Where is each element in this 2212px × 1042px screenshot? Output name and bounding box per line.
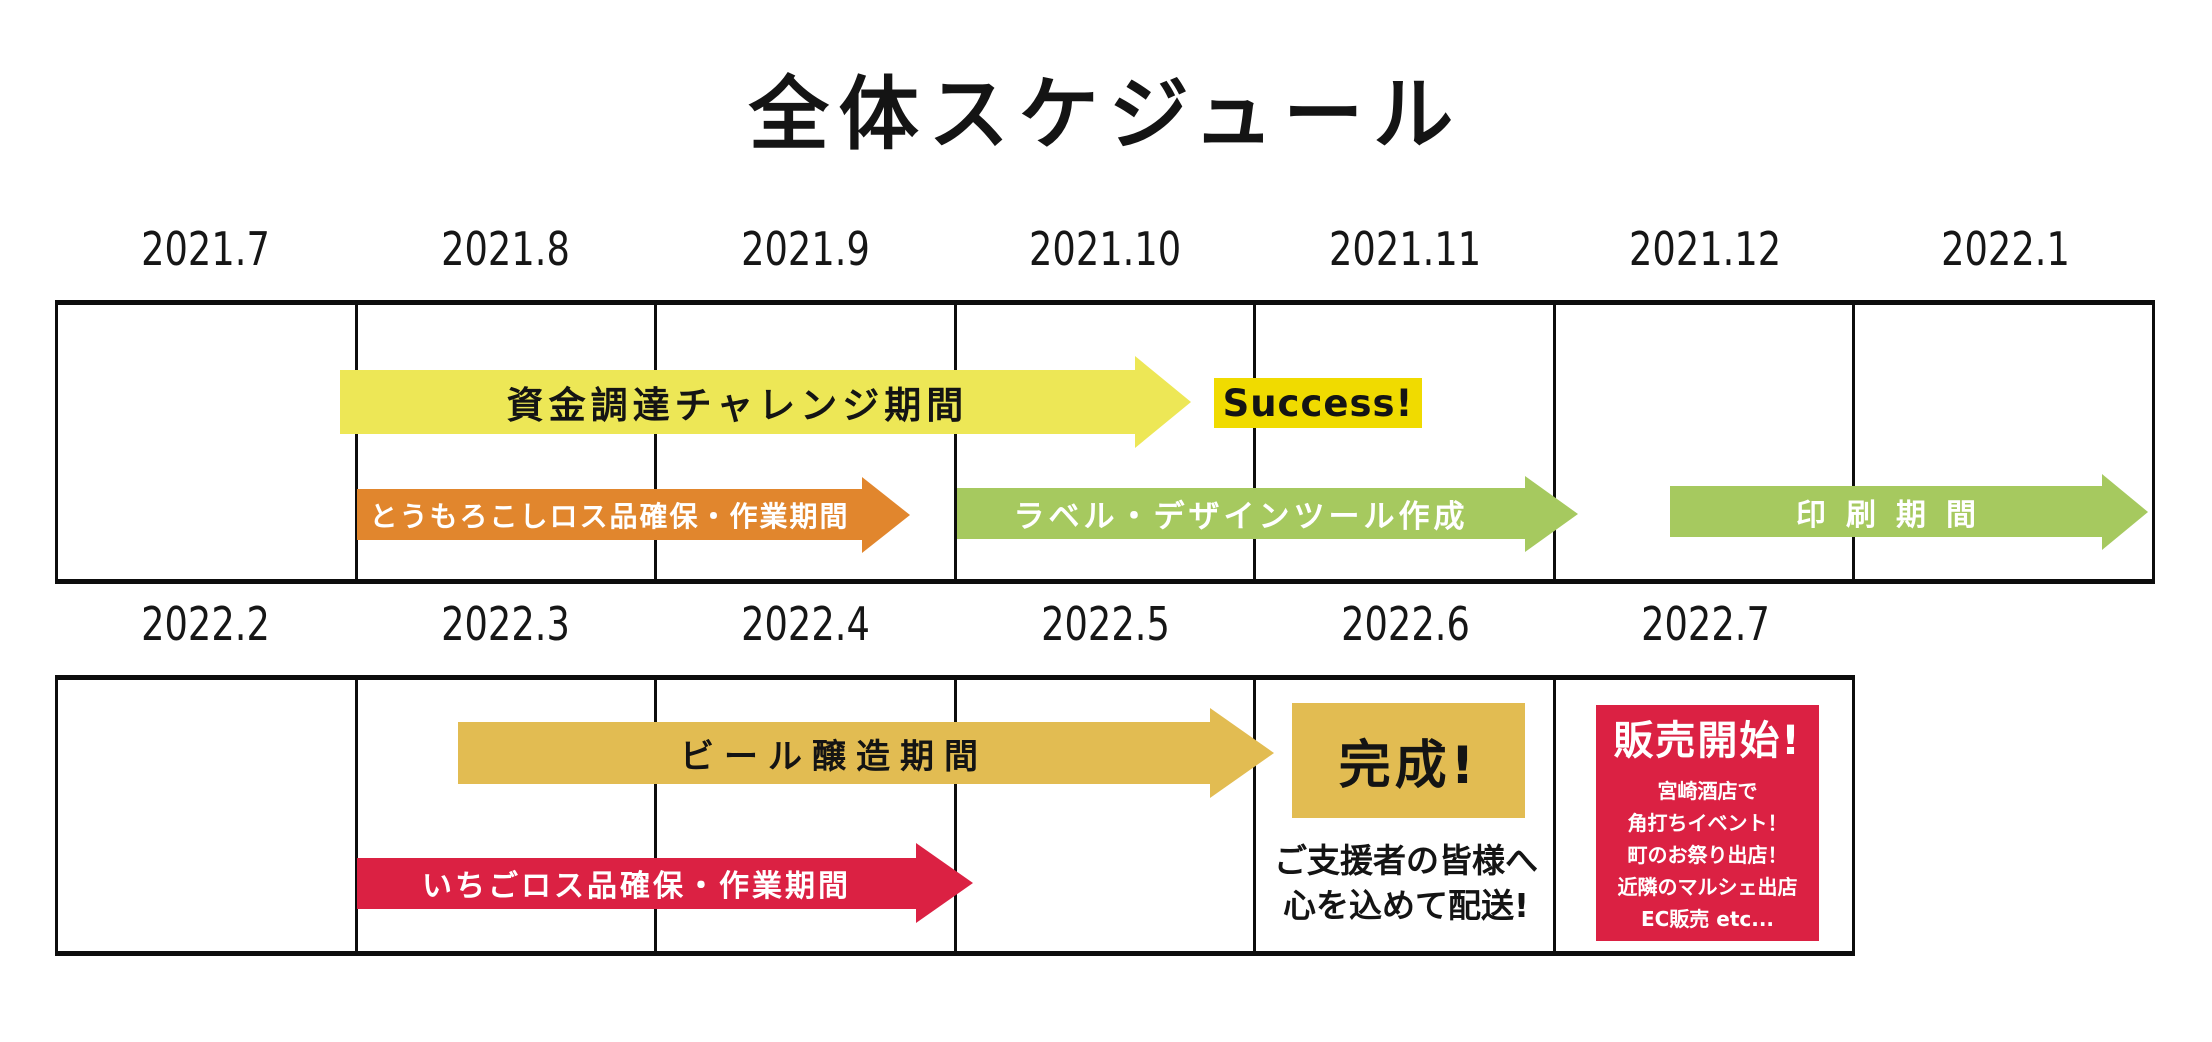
- page-title: 全体スケジュール: [748, 68, 1464, 161]
- strawberry-loss-work-arrow: いちごロス品確保・作業期間: [357, 843, 973, 923]
- arrow-tip-icon: [1135, 356, 1191, 448]
- delivery-note-line: ご支援者の皆様へ: [1274, 841, 1538, 880]
- grid-cell: [358, 680, 657, 951]
- month-label: 2022.7: [1640, 597, 1770, 651]
- grid-cell: [657, 305, 957, 579]
- corn-loss-work-label: とうもろこしロス品確保・作業期間: [357, 489, 862, 540]
- label-design-tool-arrow: ラベル・デザインツール作成: [957, 475, 1578, 552]
- sales-start-title: 販売開始!: [1613, 718, 1802, 764]
- fundraising-period-label: 資金調達チャレンジ期間: [340, 370, 1135, 434]
- sales-card-line: 宮崎酒店で: [1657, 779, 1758, 803]
- month-label-row-2: 2022.2 2022.3 2022.4 2022.5 2022.6 2022.…: [55, 597, 1855, 651]
- grid-cell: [957, 305, 1257, 579]
- beer-brewing-period-arrow: ビール醸造期間: [458, 708, 1274, 798]
- sales-card-line: 角打ちイベント！: [1627, 811, 1788, 835]
- arrow-tip-icon: [916, 843, 973, 923]
- grid-cell: [657, 680, 957, 951]
- month-label: 2022.6: [1340, 597, 1470, 651]
- month-label-row-1: 2021.7 2021.8 2021.9 2021.10 2021.11 202…: [55, 222, 2155, 276]
- month-label: 2021.9: [740, 222, 870, 276]
- month-label: 2021.10: [1028, 222, 1182, 276]
- arrow-tip-icon: [2102, 473, 2148, 550]
- completion-badge: 完成!: [1292, 703, 1525, 818]
- corn-loss-work-arrow: とうもろこしロス品確保・作業期間: [357, 476, 910, 553]
- grid-cell: [58, 305, 358, 579]
- grid-cell: [1556, 305, 1856, 579]
- month-label: 2022.3: [440, 597, 570, 651]
- printing-period-label: 印刷期間: [1670, 486, 2102, 537]
- strawberry-loss-work-label: いちごロス品確保・作業期間: [357, 857, 916, 909]
- month-label: 2021.12: [1628, 222, 1782, 276]
- grid-cell: [58, 680, 358, 951]
- month-label: 2021.7: [140, 222, 270, 276]
- grid-cell: [1256, 305, 1556, 579]
- delivery-note-line: 心を込めて配送!: [1282, 886, 1530, 925]
- beer-brewing-period-label: ビール醸造期間: [458, 722, 1210, 784]
- success-badge: Success!: [1214, 378, 1422, 428]
- grid-cell: [358, 305, 658, 579]
- month-label: 2021.11: [1328, 222, 1482, 276]
- arrow-tip-icon: [1525, 475, 1578, 552]
- sales-card-line: 町のお祭り出店！: [1627, 843, 1788, 867]
- arrow-tip-icon: [862, 476, 910, 553]
- sales-card-line: 近隣のマルシェ出店: [1617, 875, 1798, 899]
- arrow-tip-icon: [1210, 708, 1274, 798]
- delivery-note: ご支援者の皆様へ 心を込めて配送!: [1256, 838, 1556, 928]
- fundraising-period-arrow: 資金調達チャレンジ期間: [340, 356, 1191, 448]
- label-design-tool-label: ラベル・デザインツール作成: [957, 488, 1525, 539]
- month-label: 2022.5: [1040, 597, 1170, 651]
- month-label: 2022.1: [1940, 222, 2070, 276]
- sales-card-line: EC販売 etc...: [1640, 907, 1775, 931]
- grid-cell: [957, 680, 1256, 951]
- sales-start-card: 販売開始! 宮崎酒店で 角打ちイベント！ 町のお祭り出店！ 近隣のマルシェ出店 …: [1596, 705, 1819, 941]
- printing-period-arrow: 印刷期間: [1670, 473, 2148, 550]
- month-label: 2022.4: [740, 597, 870, 651]
- grid-cell: [1256, 680, 1556, 951]
- month-label: 2022.2: [140, 597, 270, 651]
- month-label: 2021.8: [440, 222, 570, 276]
